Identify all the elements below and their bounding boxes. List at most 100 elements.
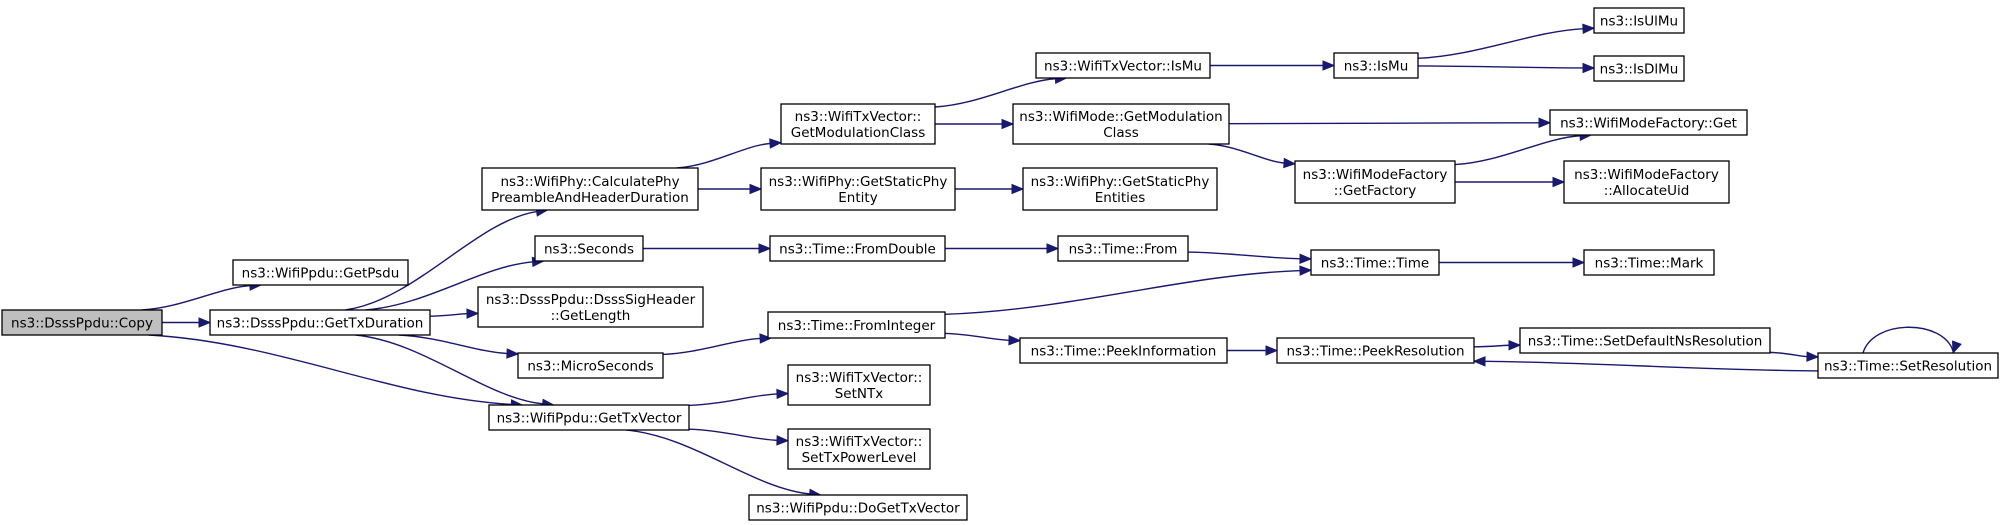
node-box-frominteger[interactable] (767, 311, 946, 339)
node-copy[interactable]: ns3::DsssPpdu::Copy (1, 309, 163, 336)
edge-setresolution-to-peekresolution (1483, 360, 1819, 372)
node-setdefaultns[interactable]: ns3::Time::SetDefaultNsResolution (1519, 327, 1771, 354)
node-box-copy[interactable] (1, 309, 163, 336)
node-box-getlength[interactable] (477, 286, 704, 328)
node-box-gettxvector[interactable] (488, 404, 690, 431)
node-box-isulmu[interactable] (1593, 7, 1685, 34)
edge-microseconds-to-frominteger-arrowhead (759, 333, 773, 344)
node-label-isulmu: ns3::IsUlMu (1600, 14, 1678, 30)
node-box-fromdouble[interactable] (769, 235, 946, 262)
edge-getmodclass_mode-to-getfactory (1208, 143, 1286, 164)
node-box-ismu_txv[interactable] (1035, 52, 1211, 79)
edge-getstaticphyentity-to-getstaticphyentities-arrowhead (1011, 183, 1025, 195)
node-dogettxvector[interactable]: ns3::WifiPpdu::DoGetTxVector (748, 494, 968, 521)
node-setresolution[interactable]: ns3::Time::SetResolution (1817, 352, 1999, 379)
edge-gettxduration-to-microseconds (398, 334, 509, 355)
node-box-seconds[interactable] (534, 235, 644, 262)
node-gettxduration[interactable]: ns3::DsssPpdu::GetTxDuration (209, 309, 431, 336)
node-gettxvector[interactable]: ns3::WifiPpdu::GetTxVector (488, 404, 690, 431)
node-label-ismu: ns3::IsMu (1344, 59, 1409, 75)
node-box-dogettxvector[interactable] (748, 494, 968, 521)
node-box-mark[interactable] (1583, 249, 1715, 276)
node-box-getstaticphyentities[interactable] (1022, 167, 1218, 211)
node-box-gettxduration[interactable] (209, 309, 431, 336)
node-box-getmodclass_txv[interactable] (780, 103, 936, 145)
node-box-settxpowerlevel[interactable] (787, 428, 931, 470)
node-label-isdlmu: ns3::IsDlMu (1600, 62, 1679, 78)
node-factoryget[interactable]: ns3::WifiModeFactory::Get (1549, 109, 1748, 136)
node-getmodclass_txv[interactable]: ns3::WifiTxVector::GetModulationClass (780, 103, 936, 145)
edge-seconds-to-fromdouble-arrowhead (758, 243, 772, 254)
edge-getmodclass_txv-to-ismu_txv (934, 77, 1057, 108)
node-frominteger[interactable]: ns3::Time::FromInteger (767, 311, 946, 339)
node-label-getmodclass_mode: ns3::WifiMode::GetModulation (1019, 109, 1222, 125)
node-settxpowerlevel[interactable]: ns3::WifiTxVector::SetTxPowerLevel (787, 428, 931, 470)
node-label-dogettxvector: ns3::WifiPpdu::DoGetTxVector (756, 501, 960, 517)
node-isdlmu[interactable]: ns3::IsDlMu (1593, 55, 1685, 82)
edge-ismu-to-isulmu-arrowhead (1582, 23, 1596, 34)
node-box-factoryget[interactable] (1549, 109, 1748, 136)
node-box-peekresolution[interactable] (1276, 337, 1475, 364)
node-getlength[interactable]: ns3::DsssPpdu::DsssSigHeader::GetLength (477, 286, 704, 328)
node-label-getmodclass_txv: ns3::WifiTxVector:: (795, 109, 922, 125)
node-ismu[interactable]: ns3::IsMu (1333, 52, 1419, 79)
edge-gettxduration-to-seconds (365, 261, 534, 311)
edge-getmodclass_mode-to-factoryget (1228, 122, 1541, 125)
edge-gettxduration-to-gettxvector (355, 334, 544, 405)
edge-getfactory-to-factoryget (1454, 134, 1582, 166)
node-label-setresolution: ns3::Time::SetResolution (1824, 359, 1992, 375)
node-fromdouble[interactable]: ns3::Time::FromDouble (769, 235, 946, 262)
node-box-getstaticphyentity[interactable] (760, 167, 956, 211)
node-box-getfactory[interactable] (1294, 160, 1456, 204)
node-label-getfactory: ns3::WifiModeFactory (1303, 167, 1448, 183)
node-peekinformation[interactable]: ns3::Time::PeekInformation (1019, 337, 1228, 364)
node-peekresolution[interactable]: ns3::Time::PeekResolution (1276, 337, 1475, 364)
node-label-setntx: SetNTx (835, 386, 884, 402)
node-box-setresolution[interactable] (1817, 352, 1999, 379)
node-label-settxpowerlevel: SetTxPowerLevel (802, 450, 917, 466)
node-box-setdefaultns[interactable] (1519, 327, 1771, 354)
node-box-getmodclass_mode[interactable] (1012, 103, 1230, 145)
node-box-peekinformation[interactable] (1019, 337, 1228, 364)
node-getfactory[interactable]: ns3::WifiModeFactory::GetFactory (1294, 160, 1456, 204)
edge-gettxduration-to-microseconds-arrowhead (506, 348, 520, 359)
node-getpsdu[interactable]: ns3::WifiPpdu::GetPsdu (232, 259, 409, 286)
node-from[interactable]: ns3::Time::From (1057, 235, 1189, 262)
node-ismu_txv[interactable]: ns3::WifiTxVector::IsMu (1035, 52, 1211, 79)
node-allocateuid[interactable]: ns3::WifiModeFactory::AllocateUid (1563, 160, 1730, 204)
edge-from-to-time (1187, 251, 1302, 260)
node-label-getstaticphyentity: Entity (838, 190, 877, 206)
edge-calcphy-to-getstaticphyentity-arrowhead (749, 183, 763, 195)
node-box-getpsdu[interactable] (232, 259, 409, 286)
node-box-allocateuid[interactable] (1563, 160, 1730, 204)
node-box-microseconds[interactable] (517, 352, 664, 379)
node-box-ismu[interactable] (1333, 52, 1419, 79)
node-label-calcphy: PreambleAndHeaderDuration (491, 190, 689, 206)
node-box-calcphy[interactable] (481, 167, 699, 211)
node-setntx[interactable]: ns3::WifiTxVector::SetNTx (787, 364, 931, 406)
node-seconds[interactable]: ns3::Seconds (534, 235, 644, 262)
edge-ismu_txv-to-ismu-arrowhead (1322, 60, 1336, 71)
edge-getfactory-to-allocateuid-arrowhead (1552, 176, 1566, 188)
node-microseconds[interactable]: ns3::MicroSeconds (517, 352, 664, 379)
node-box-time[interactable] (1310, 249, 1440, 276)
edge-copy-to-gettxvector (148, 334, 513, 406)
edge-gettxvector-to-setntx (688, 393, 779, 407)
edge-ismu-to-isulmu (1417, 27, 1585, 60)
node-getmodclass_mode[interactable]: ns3::WifiMode::GetModulationClass (1012, 103, 1230, 145)
edge-getmodclass_mode-to-getfactory-arrowhead (1283, 157, 1297, 169)
node-label-peekresolution: ns3::Time::PeekResolution (1286, 344, 1464, 360)
node-mark[interactable]: ns3::Time::Mark (1583, 249, 1715, 276)
node-box-setntx[interactable] (787, 364, 931, 406)
node-label-ismu_txv: ns3::WifiTxVector::IsMu (1044, 59, 1202, 75)
node-time[interactable]: ns3::Time::Time (1310, 249, 1440, 276)
node-box-from[interactable] (1057, 235, 1189, 262)
node-isulmu[interactable]: ns3::IsUlMu (1593, 7, 1685, 34)
edge-microseconds-to-frominteger (662, 337, 762, 356)
node-label-fromdouble: ns3::Time::FromDouble (779, 242, 936, 258)
node-calcphy[interactable]: ns3::WifiPhy::CalculatePhyPreambleAndHea… (481, 167, 699, 211)
node-box-isdlmu[interactable] (1593, 55, 1685, 82)
